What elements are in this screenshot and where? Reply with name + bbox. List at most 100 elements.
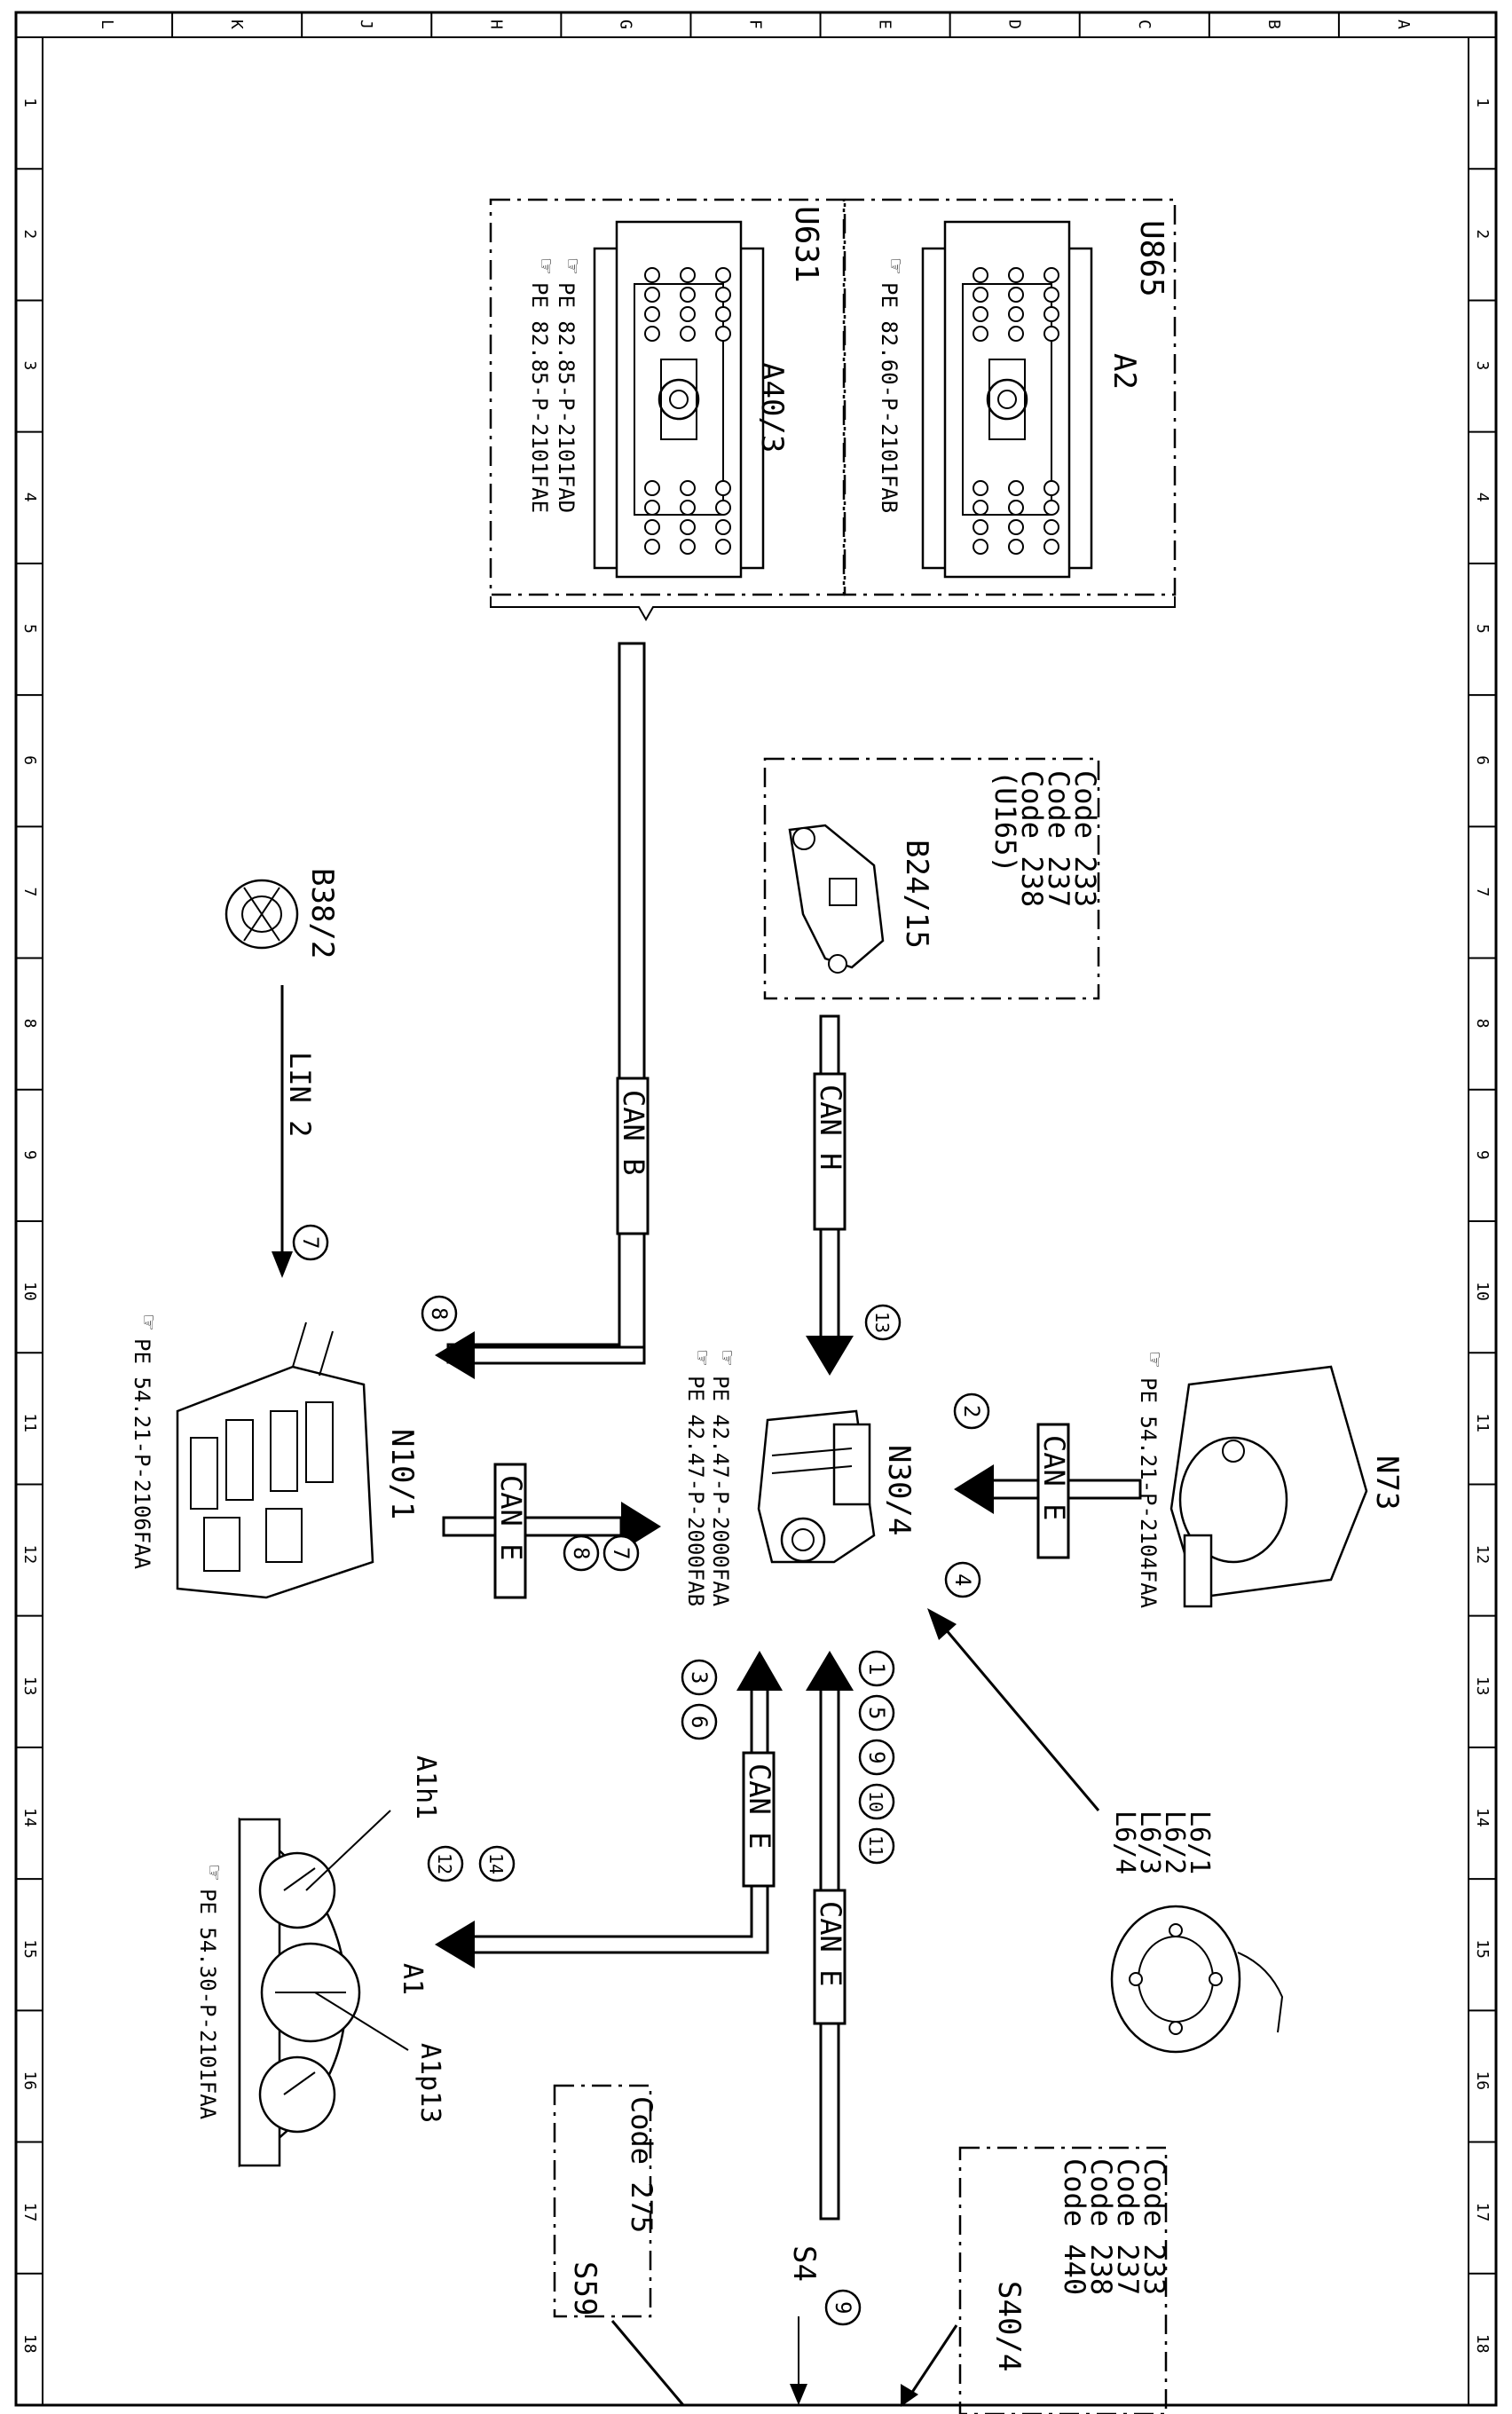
frame-column-number-left: 13 [20, 1676, 39, 1696]
can-e-n10-line [442, 1516, 623, 1537]
a1h1-label: A1h1 [410, 1755, 441, 1819]
n10-1-group: N10/1 ☞ PE 54.21-P-2106FAA [130, 1314, 420, 1599]
frame-column-number-right: 8 [1473, 1019, 1492, 1029]
frame-column-number-right: 16 [1473, 2071, 1492, 2090]
frame-row-letter: C [1135, 20, 1154, 29]
l6-line [943, 1628, 1100, 1811]
s4-arrow [790, 2384, 807, 2405]
callout-number: 11 [865, 1835, 886, 1857]
callout-c6: 6 [681, 1703, 718, 1740]
code-line: Code 440 [1058, 2158, 1091, 2295]
a40-3-ref2: PE 82.85-P-2101FAE [527, 282, 552, 513]
frame-column-number-right: 10 [1473, 1282, 1492, 1301]
can-e-n73-label: CAN E [1037, 1435, 1071, 1520]
frame-column-number-left: 12 [20, 1545, 39, 1565]
l6-group: L6/1L6/2L6/3L6/4 [1109, 1810, 1284, 2054]
callout-c7a: 7 [292, 1224, 329, 1261]
callout-c3: 3 [681, 1659, 718, 1696]
u865-box [843, 198, 1177, 596]
callout-number: 4 [950, 1574, 975, 1586]
callout-c9a: 9 [858, 1739, 895, 1776]
n73-ref-icon: ☞ [1144, 1351, 1166, 1369]
frame-column-number-right: 7 [1473, 887, 1492, 896]
can-b-label-box [616, 1077, 650, 1235]
a40-3-name: A40/3 [754, 362, 790, 453]
frame-column-number-left: 8 [20, 1019, 39, 1029]
b38-2-sensor-icon [224, 879, 299, 950]
a40-3-ref2-icon: ☞ [535, 257, 557, 275]
a1-ref: PE 54.30-P-2101FAA [195, 1889, 220, 2120]
s59-name: S59 [567, 2261, 602, 2315]
callout-c9b: 9 [824, 2289, 862, 2326]
callout-c5: 5 [858, 1694, 895, 1732]
code-line: (U165) [988, 770, 1022, 873]
frame-column-number-right: 9 [1473, 1150, 1492, 1160]
callout-c8a: 8 [421, 1295, 458, 1332]
can-e-n73-label-box [1036, 1423, 1070, 1559]
a2-ref-icon: ☞ [885, 257, 907, 275]
l6-sensor-name: L6/2 [1159, 1810, 1190, 1874]
can-e-n10-label: CAN E [494, 1475, 528, 1560]
frame-row-letter: J [357, 20, 375, 29]
callout-c12: 12 [427, 1845, 464, 1882]
u631-u865-brace [490, 596, 1176, 622]
frame-column-number-right: 6 [1473, 755, 1492, 765]
lin2-arrowhead [272, 1251, 293, 1278]
s59-box [553, 2084, 652, 2318]
n10-1-name: N10/1 [384, 1429, 420, 1519]
frame-column-number-right: 12 [1473, 1545, 1492, 1565]
code-line: Code 238 [1015, 770, 1049, 907]
a2-ref: PE 82.60-P-2101FAB [877, 282, 902, 513]
callout-c8b: 8 [563, 1534, 600, 1572]
frame-column-number-left: 18 [20, 2334, 39, 2354]
a2-name: A2 [1106, 353, 1142, 390]
b38-2-group: B38/2 [224, 868, 340, 958]
n30-4-ref1-icon: ☞ [716, 1349, 738, 1367]
a1h1-leader [305, 1810, 391, 1891]
frame-row-letter: L [98, 20, 116, 29]
frame-row-letter: D [1005, 20, 1024, 29]
callout-number: 8 [427, 1307, 452, 1320]
callout-c14: 14 [478, 1845, 516, 1882]
can-h-label: CAN H [814, 1085, 847, 1170]
callout-number: 8 [569, 1547, 594, 1559]
frame-row-letter: K [227, 20, 246, 29]
frame-column-number-right: 11 [1473, 1413, 1492, 1432]
u631-box [489, 198, 846, 596]
frame-column-number-right: 15 [1473, 1939, 1492, 1959]
can-b-branch [460, 1345, 646, 1365]
a2-radio-unit [921, 220, 1093, 579]
a40-3-radio-unit [593, 220, 765, 579]
can-e-a1-arrowhead-top [736, 1651, 783, 1691]
a1-ref-icon: ☞ [203, 1864, 225, 1882]
can-b-label: CAN B [617, 1090, 650, 1175]
can-e-a1-label: CAN E [743, 1763, 776, 1849]
a1p13-leader [314, 1992, 409, 2051]
n30-4-module-icon [757, 1409, 876, 1564]
callout-number: 14 [485, 1853, 507, 1874]
frame-row-letter: H [486, 20, 505, 29]
s4-name: S4 [786, 2245, 822, 2282]
s40-4-box [958, 2146, 1168, 2414]
l6-sensor-name: L6/3 [1134, 1810, 1165, 1874]
code-line: Code 237 [1042, 770, 1075, 907]
can-h-label-box [813, 1072, 847, 1231]
frame-column-number-left: 16 [20, 2071, 39, 2090]
u631-group: U631 A40/3 ☞ PE 82.85-P-2101FAD ☞ PE 82.… [489, 198, 1176, 622]
can-e-s-label: CAN E [814, 1901, 847, 1986]
code-line: Code 233 [1138, 2158, 1171, 2295]
frame-column-number-left: 7 [20, 887, 39, 896]
l6-sensor-ring-icon [1110, 1905, 1284, 2054]
b24-15-name: B24/15 [899, 840, 934, 949]
b38-2-name: B38/2 [304, 868, 340, 958]
can-e-s-label-box [813, 1889, 847, 2025]
frame-column-number-left: 11 [20, 1413, 39, 1432]
callout-c7b: 7 [602, 1534, 640, 1572]
code-line: Code 233 [1068, 770, 1102, 907]
frame-column-number-left: 14 [20, 1808, 39, 1827]
